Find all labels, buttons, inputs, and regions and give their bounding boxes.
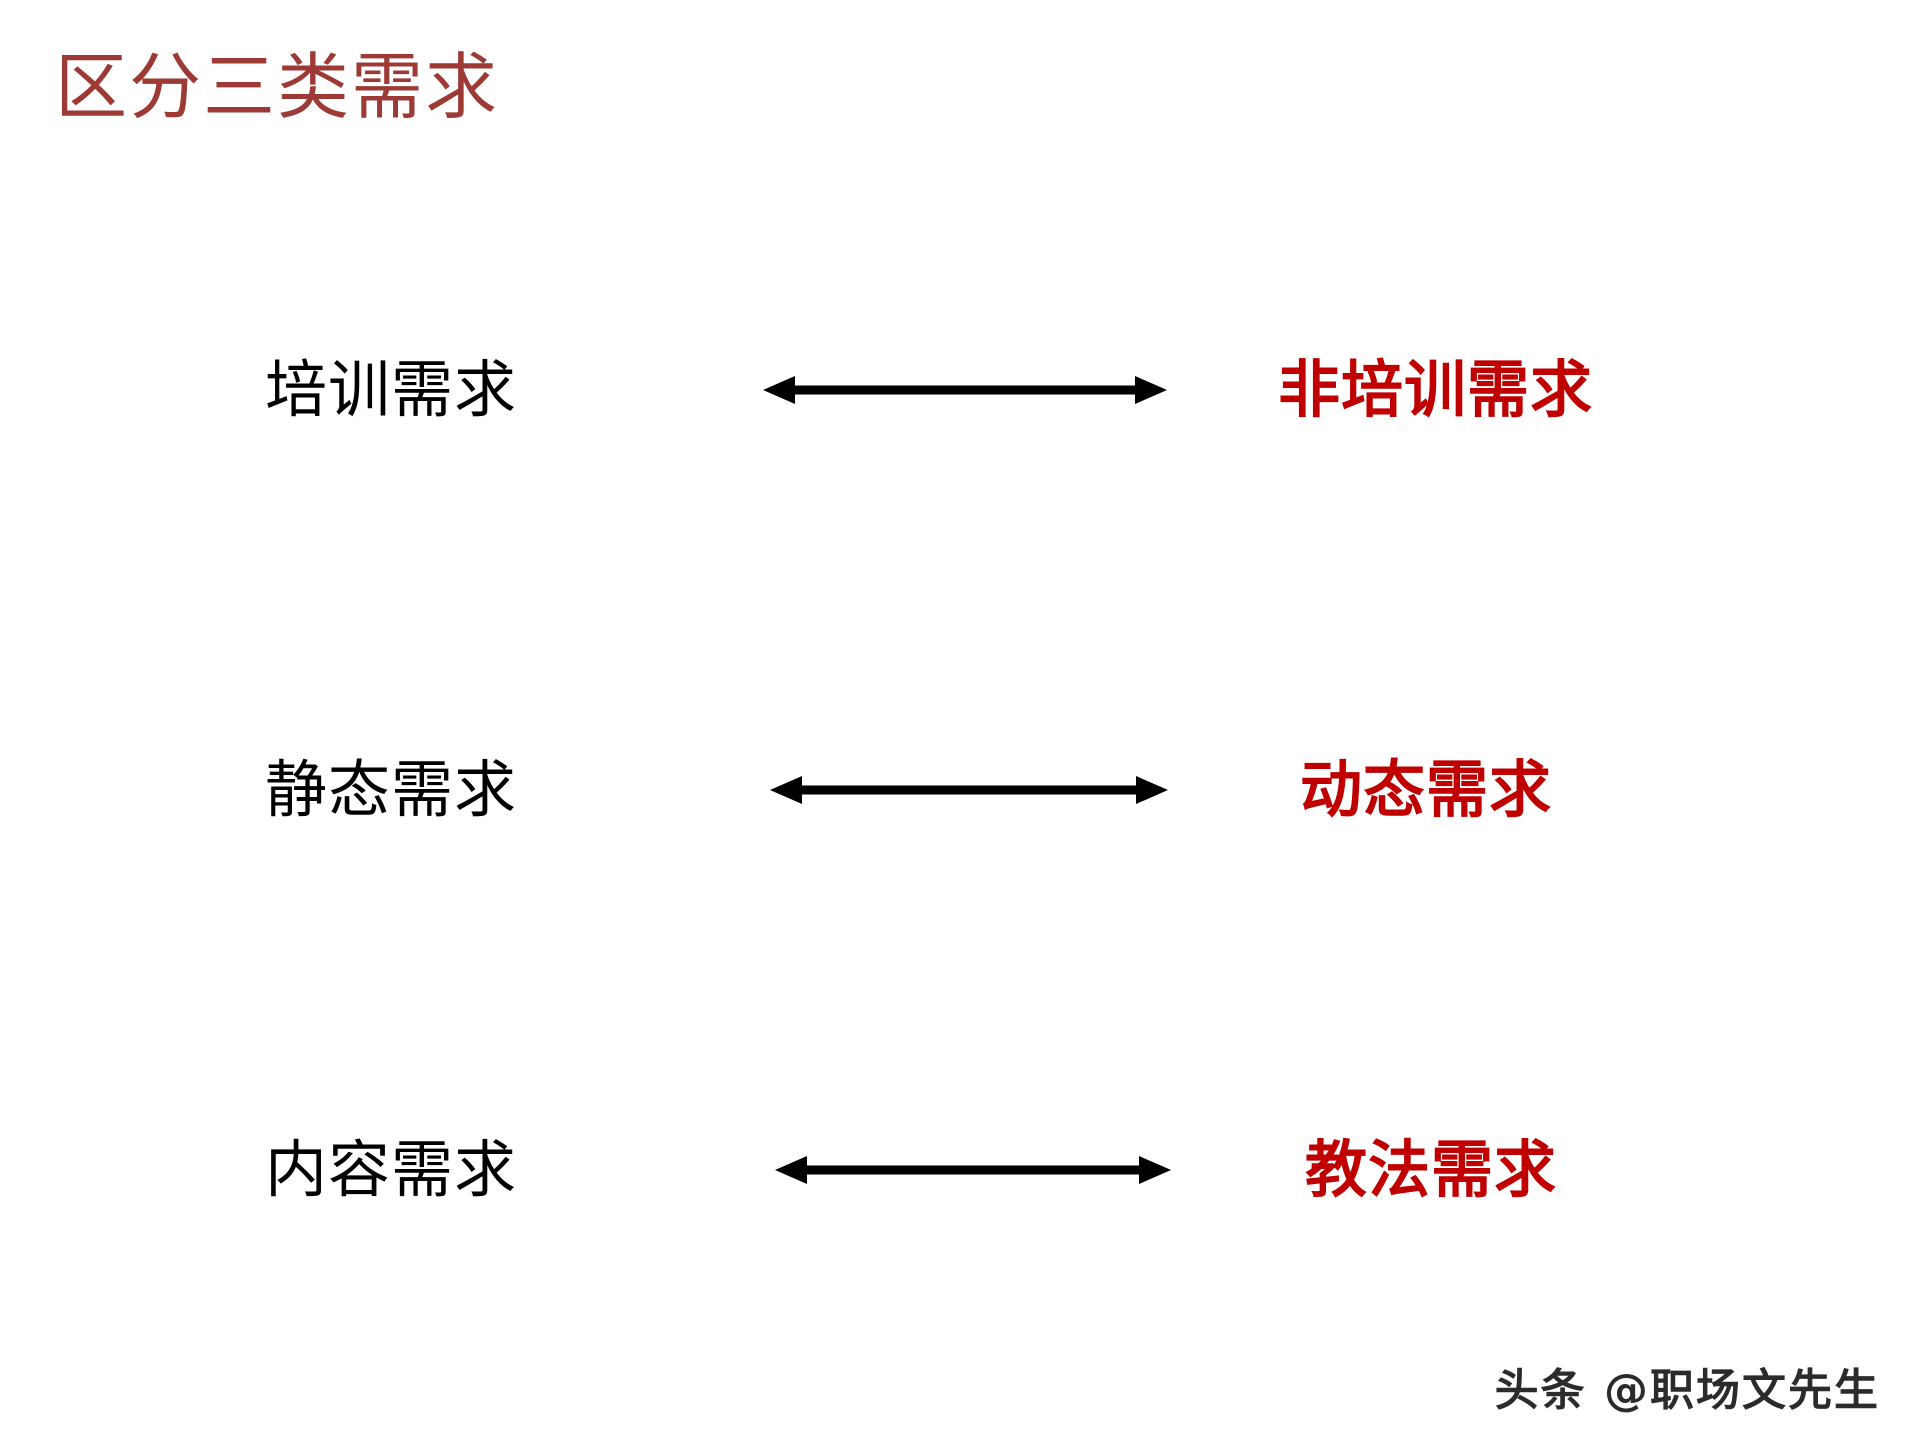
row-left-label: 静态需求 xyxy=(265,753,518,826)
watermark: 头条 @职场文先生 xyxy=(1494,1365,1880,1416)
comparison-row: 静态需求 动态需求 xyxy=(0,745,1920,835)
row-left-label: 培训需求 xyxy=(265,353,518,426)
double-headed-arrow-icon xyxy=(763,373,1167,407)
row-right-label: 教法需求 xyxy=(1305,1133,1558,1206)
double-headed-arrow-icon xyxy=(770,773,1168,807)
row-right-label: 动态需求 xyxy=(1300,753,1553,826)
row-right-label: 非培训需求 xyxy=(1278,353,1594,426)
page-title: 区分三类需求 xyxy=(55,45,500,129)
double-headed-arrow-icon xyxy=(775,1153,1171,1187)
comparison-row: 内容需求 教法需求 xyxy=(0,1125,1920,1215)
comparison-row: 培训需求 非培训需求 xyxy=(0,345,1920,435)
row-left-label: 内容需求 xyxy=(265,1133,518,1206)
